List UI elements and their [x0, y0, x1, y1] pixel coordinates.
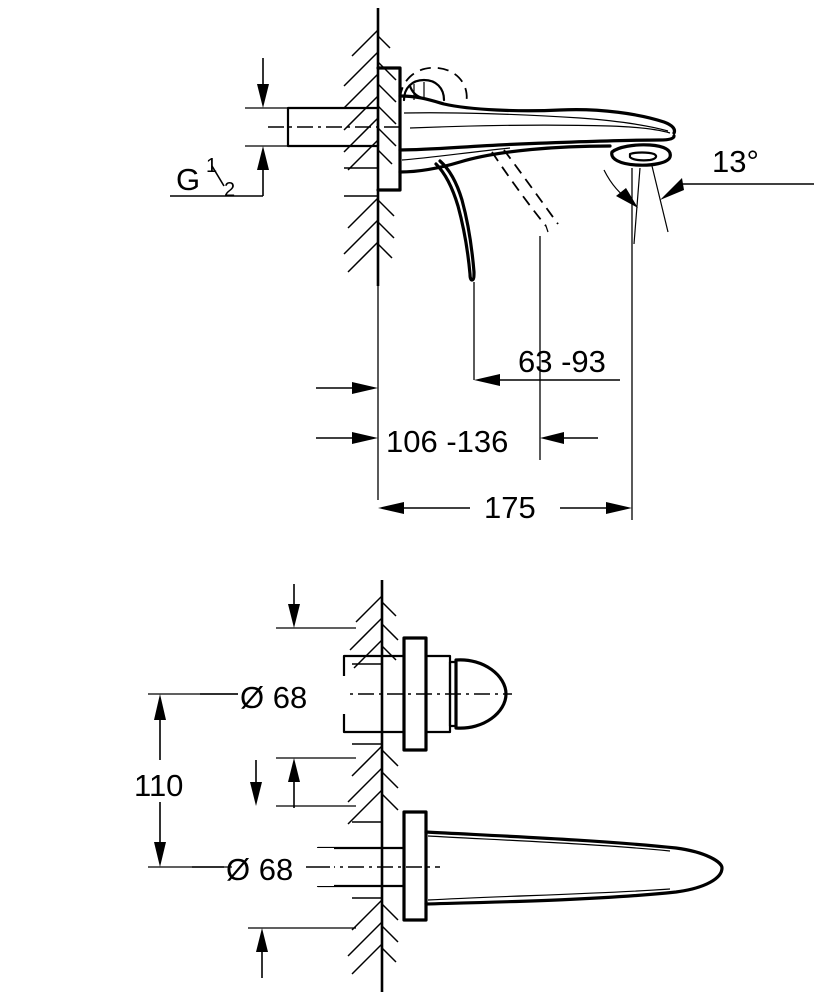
wall-hatching-lower [343, 195, 395, 273]
label-center-distance-110: 110 [134, 768, 183, 803]
aerator-outlet [610, 143, 672, 167]
spout-body [398, 94, 677, 174]
arrowhead-63-left [474, 374, 500, 386]
arrowhead-175-left [378, 502, 404, 514]
dimension-110: 110 [128, 693, 238, 868]
arrowhead-up [257, 146, 269, 170]
arrowhead-down [257, 84, 269, 108]
label-175-backdrop [470, 488, 560, 522]
wall-escutcheon-elevation [376, 66, 402, 192]
dimension-175: 175 [378, 168, 633, 525]
dimension-diameter-68-lower: Ø 68 [192, 760, 356, 978]
label-thread-denominator: 2 [224, 179, 235, 201]
plan-view: Ø 68 Ø 68 110 [128, 580, 724, 992]
arrowhead-106-right [540, 432, 564, 444]
arrowhead-175-right [606, 502, 632, 514]
label-outlet-angle: 13° [712, 144, 759, 179]
arrowhead-dia68l-up [256, 928, 268, 952]
elevation-view: G 1 2 13° 63 -93 [170, 8, 814, 525]
dimension-63-93: 63 -93 [473, 236, 620, 386]
arrowhead-110-up [154, 694, 166, 720]
wall-plan [347, 580, 399, 992]
arrowhead-dia68u-down [288, 604, 300, 628]
label-thread-numerator: 1 [206, 155, 217, 177]
label-range-63-93: 63 -93 [518, 344, 606, 379]
dimension-106-136: 106 -136 [316, 286, 598, 500]
label-total-175: 175 [484, 490, 536, 525]
label-thread-g: G [176, 162, 200, 197]
arrowhead-extra-left [352, 382, 378, 394]
arrowhead-dia68u-up [288, 758, 300, 782]
arrowhead-dia68l-down [250, 782, 262, 806]
label-range-106-136: 106 -136 [386, 424, 508, 459]
label-diameter-68-upper: Ø 68 [240, 680, 307, 715]
spout-assembly-plan [290, 810, 724, 922]
dimension-thread-g-half: G 1 2 [170, 58, 300, 201]
lever-handle [434, 159, 476, 282]
label-110-backdrop [128, 760, 204, 802]
arrowhead-110-down [154, 842, 166, 867]
label-dia68u-backdrop [236, 676, 348, 714]
wall-hatching-upper [343, 29, 397, 171]
dimension-outlet-angle: 13° [603, 144, 814, 245]
inlet-pipe-section [268, 106, 400, 148]
arrowhead-106-left [352, 432, 378, 444]
wall-elevation [343, 8, 397, 286]
arrowhead-angle-right [660, 178, 684, 200]
label-diameter-68-lower: Ø 68 [226, 852, 293, 887]
lever-handle-alternate [491, 149, 559, 233]
cartridge-dome [399, 66, 468, 105]
wall-hatching-plan [347, 595, 399, 975]
